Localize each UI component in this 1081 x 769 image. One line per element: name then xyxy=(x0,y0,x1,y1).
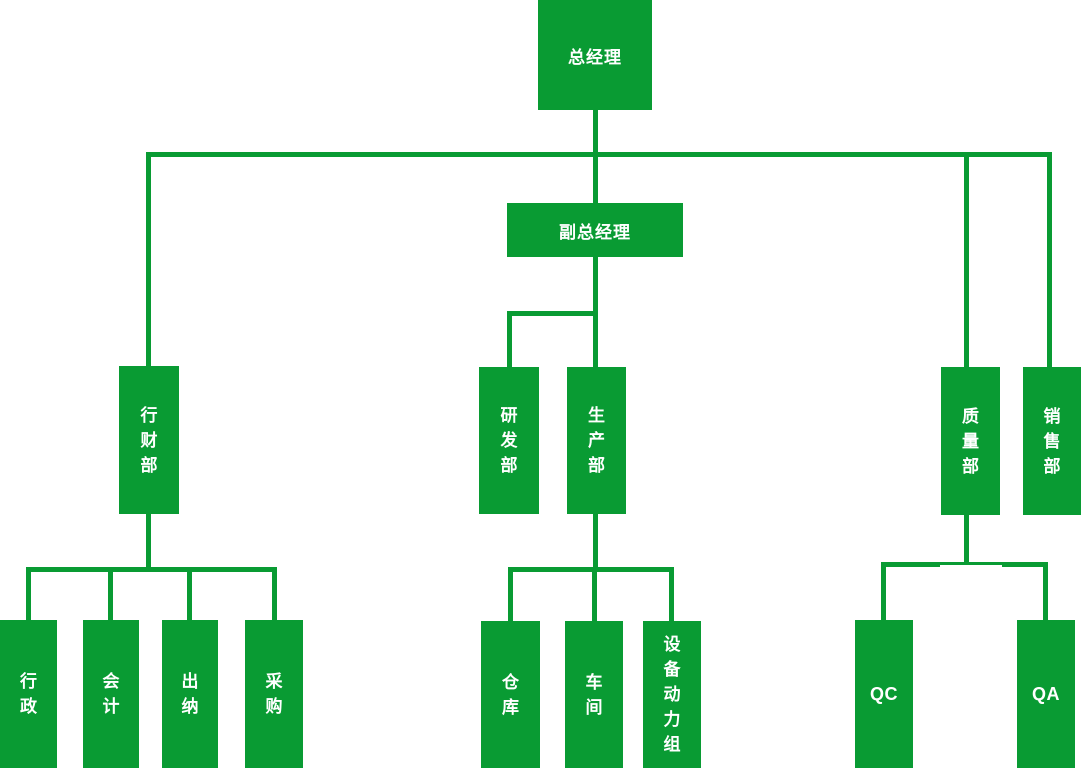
node-sales-dept: 销售部 xyxy=(1023,367,1081,515)
node-qc: QC xyxy=(855,620,913,768)
node-label: 仓库 xyxy=(502,672,519,717)
node-label: 车间 xyxy=(585,672,603,717)
node-label: 设备动力组 xyxy=(663,635,681,754)
connector-top-rail xyxy=(146,152,1052,157)
node-quality-dept: 质量部 xyxy=(941,367,1000,515)
node-qa: QA xyxy=(1017,620,1075,768)
connector-finance-rail xyxy=(26,567,277,572)
node-label: 采购 xyxy=(265,672,283,716)
connector-quality-down xyxy=(964,515,969,567)
node-label: 质量部 xyxy=(962,406,979,476)
node-accounting: 会计 xyxy=(83,620,139,768)
node-label: 副总经理 xyxy=(559,222,631,242)
connector-drop-quality xyxy=(964,152,969,367)
connector-drop-accounting xyxy=(108,567,113,620)
node-warehouse: 仓库 xyxy=(481,621,540,768)
connector-drop-sales xyxy=(1047,152,1052,367)
connector-quality-rail xyxy=(881,562,1048,567)
node-label: QC xyxy=(870,683,898,704)
node-production-dept: 生产部 xyxy=(567,367,626,514)
node-label: 会计 xyxy=(102,672,120,716)
node-rd-dept: 研发部 xyxy=(479,367,539,514)
node-equipment-power-group: 设备动力组 xyxy=(643,621,701,768)
connector-production-down xyxy=(593,513,598,572)
node-label: 行政 xyxy=(20,672,37,716)
connector-drop-finance-admin xyxy=(146,152,151,366)
node-label: 销售部 xyxy=(1043,406,1061,476)
connector-drop-workshop xyxy=(592,567,597,621)
node-label: 出纳 xyxy=(181,672,199,716)
connector-drop-admin xyxy=(26,567,31,620)
connector-drop-procurement xyxy=(272,567,277,620)
node-finance-admin-dept: 行财部 xyxy=(119,366,179,514)
connector-production-rail xyxy=(508,567,674,572)
node-label: 行财部 xyxy=(140,405,158,475)
node-label: 生产部 xyxy=(588,406,605,475)
node-admin-office: 行政 xyxy=(0,620,57,768)
node-general-manager: 总经理 xyxy=(538,0,652,110)
node-workshop: 车间 xyxy=(565,621,623,768)
connector-quality-rail-gap xyxy=(940,565,1002,577)
connector-drop-qc xyxy=(881,562,886,620)
connector-finance-down xyxy=(146,513,151,572)
node-label: 研发部 xyxy=(500,406,518,475)
connector-deputy-elbow xyxy=(507,311,598,316)
connector-drop-warehouse xyxy=(508,567,513,621)
node-cashier: 出纳 xyxy=(162,620,218,768)
connector-drop-qa xyxy=(1043,562,1048,620)
connector-drop-rd xyxy=(507,311,512,367)
node-label: QA xyxy=(1032,683,1060,704)
connector-drop-cashier xyxy=(187,567,192,620)
node-deputy-general-manager: 副总经理 xyxy=(507,203,683,257)
connector-drop-equipment xyxy=(669,567,674,621)
node-procurement: 采购 xyxy=(245,620,303,768)
node-label: 总经理 xyxy=(568,47,622,67)
